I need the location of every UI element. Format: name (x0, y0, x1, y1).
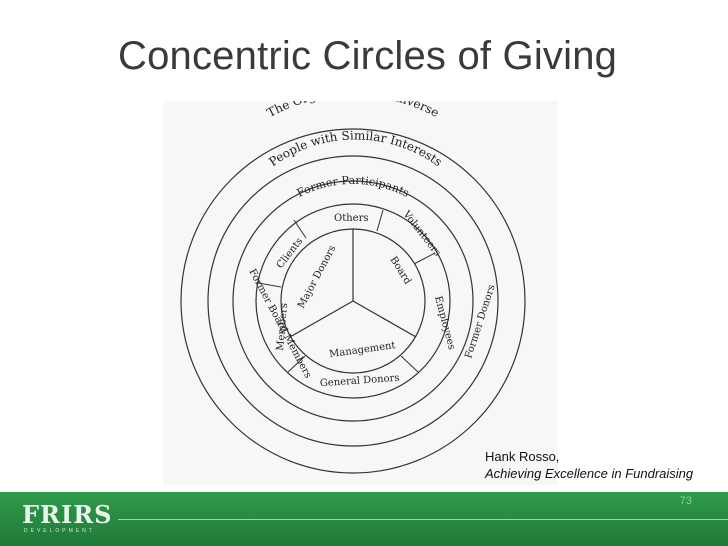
inner-label-volunteers: Volunteers (400, 208, 443, 258)
ring-inner-second (255, 203, 451, 399)
ring2-divider-3 (413, 252, 436, 265)
ring-universe (180, 128, 526, 474)
diagram-svg: The Organization's Universe People with … (180, 101, 526, 474)
footer-divider (118, 519, 728, 520)
ring-label-universe: The Organization's Universe (265, 101, 442, 120)
ring-similar-interests (207, 155, 499, 447)
core-divider-left (289, 300, 354, 338)
company-logo: FRIRS DEVELOPMENT (22, 500, 112, 538)
citation: Hank Rosso, Achieving Excellence in Fund… (485, 448, 693, 482)
ring2-divider-1 (293, 219, 307, 239)
ring-label-similar-interests: People with Similar Interests (266, 128, 444, 169)
core-label-board: Board (387, 255, 413, 287)
page-number: 73 (679, 495, 692, 507)
inner-label-members: Members (275, 303, 290, 352)
citation-author: Hank Rosso, (485, 449, 560, 464)
core-divider-right (352, 300, 417, 338)
slide-title: Concentric Circles of Giving (118, 34, 618, 78)
core-label-major-donors: Major Donors (296, 244, 338, 311)
ring2-divider-2 (376, 209, 384, 232)
ring2-divider-5 (287, 355, 306, 373)
inner-label-employees: Employees (432, 295, 457, 351)
ring-label-former-donors: Former Donors (463, 283, 497, 360)
citation-work: Achieving Excellence in Fundraising (485, 466, 694, 481)
inner-label-others: Others (334, 213, 369, 224)
concentric-circles-diagram: The Organization's Universe People with … (163, 101, 558, 485)
core-label-management: Management (329, 340, 397, 360)
logo-subtext: DEVELOPMENT (24, 528, 95, 534)
ring-former-participants (232, 180, 474, 422)
ring-label-former-participants: Former Participants (295, 174, 412, 200)
logo-text: FRIRS (22, 500, 113, 529)
ring2-divider-4 (257, 282, 282, 288)
inner-label-general-donors: General Donors (320, 373, 400, 390)
ring2-divider-6 (400, 355, 419, 373)
